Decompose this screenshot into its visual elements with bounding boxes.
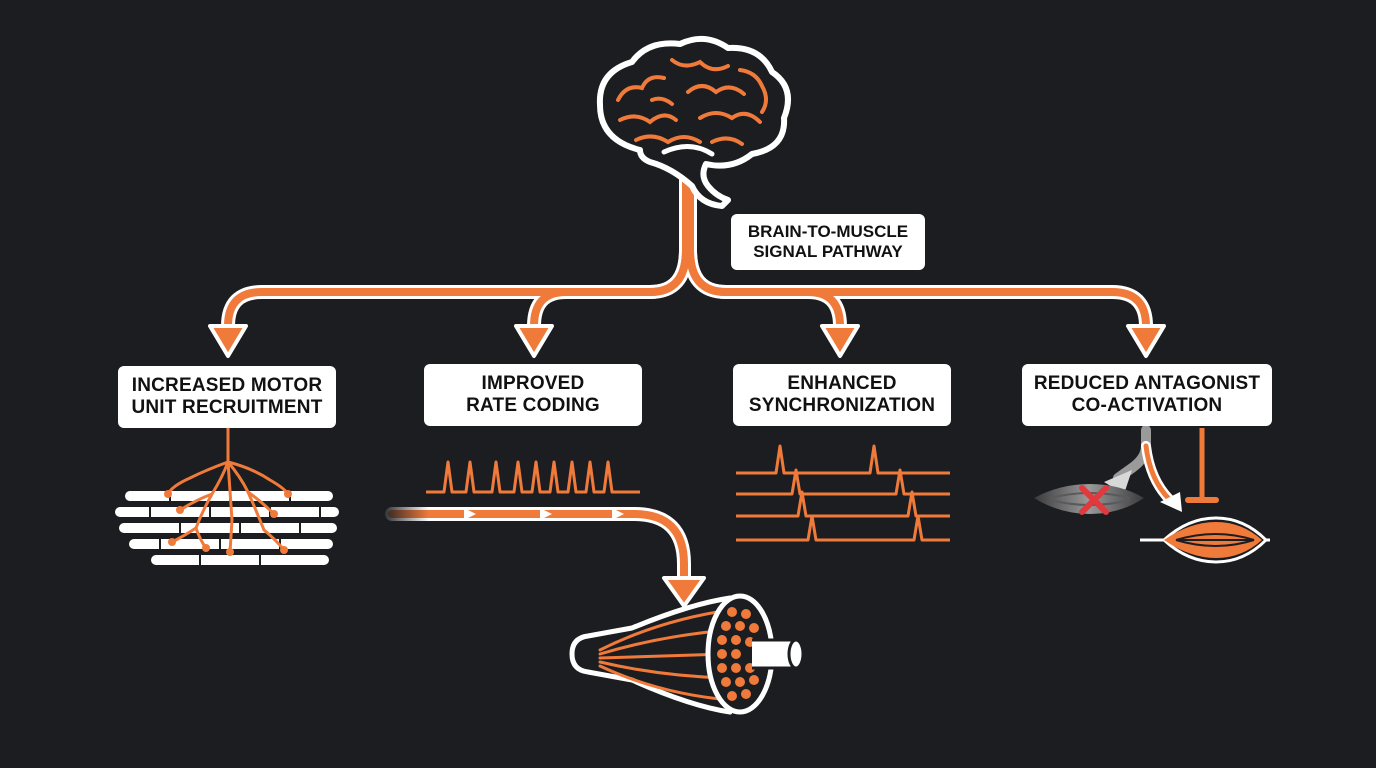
- diagram-title: BRAIN-TO-MUSCLE SIGNAL PATHWAY: [731, 214, 925, 270]
- antagonist-inhibition: [1104, 425, 1219, 512]
- antagonist-line-2: CO-ACTIVATION: [1071, 395, 1223, 416]
- step-rate-coding-label: IMPROVED RATE CODING: [424, 364, 642, 426]
- recruitment-line-1: INCREASED MOTOR: [131, 375, 323, 397]
- diagram-title-line-2: SIGNAL PATHWAY: [753, 242, 903, 261]
- inhibited-muscle-icon: [1034, 484, 1144, 515]
- synchronization-line-1: ENHANCED: [787, 373, 897, 395]
- muscle-cross-section-icon: [569, 593, 805, 715]
- antagonist-line-1: REDUCED ANTAGONIST: [1033, 373, 1261, 395]
- rate-coding-spike-train: [426, 460, 640, 494]
- rate-coding-line-2: RATE CODING: [466, 395, 600, 416]
- step-recruitment-label: INCREASED MOTOR UNIT RECRUITMENT: [118, 366, 336, 428]
- arrowhead-recruitment: [208, 324, 248, 358]
- synchronization-traces: [736, 444, 950, 542]
- signal-flow-arrow: [380, 500, 706, 608]
- step-antagonist-label: REDUCED ANTAGONIST CO-ACTIVATION: [1022, 364, 1272, 426]
- active-muscle-icon: [1140, 516, 1270, 564]
- synchronization-line-2: SYNCHRONIZATION: [748, 395, 936, 416]
- brain-icon: [596, 35, 791, 209]
- step-synchronization-label: ENHANCED SYNCHRONIZATION: [733, 364, 951, 426]
- recruitment-line-2: UNIT RECRUITMENT: [131, 397, 323, 418]
- arrowhead-rate-coding: [514, 324, 554, 358]
- pathway-arrowheads: [208, 324, 1166, 358]
- muscle-fibers-icon: [113, 426, 341, 567]
- diagram-title-line-1: BRAIN-TO-MUSCLE: [747, 222, 909, 242]
- arrowhead-synchronization: [820, 324, 860, 358]
- arrowhead-antagonist: [1126, 324, 1166, 358]
- pathway-connectors: [221, 173, 1153, 333]
- rate-coding-line-1: IMPROVED: [481, 373, 585, 395]
